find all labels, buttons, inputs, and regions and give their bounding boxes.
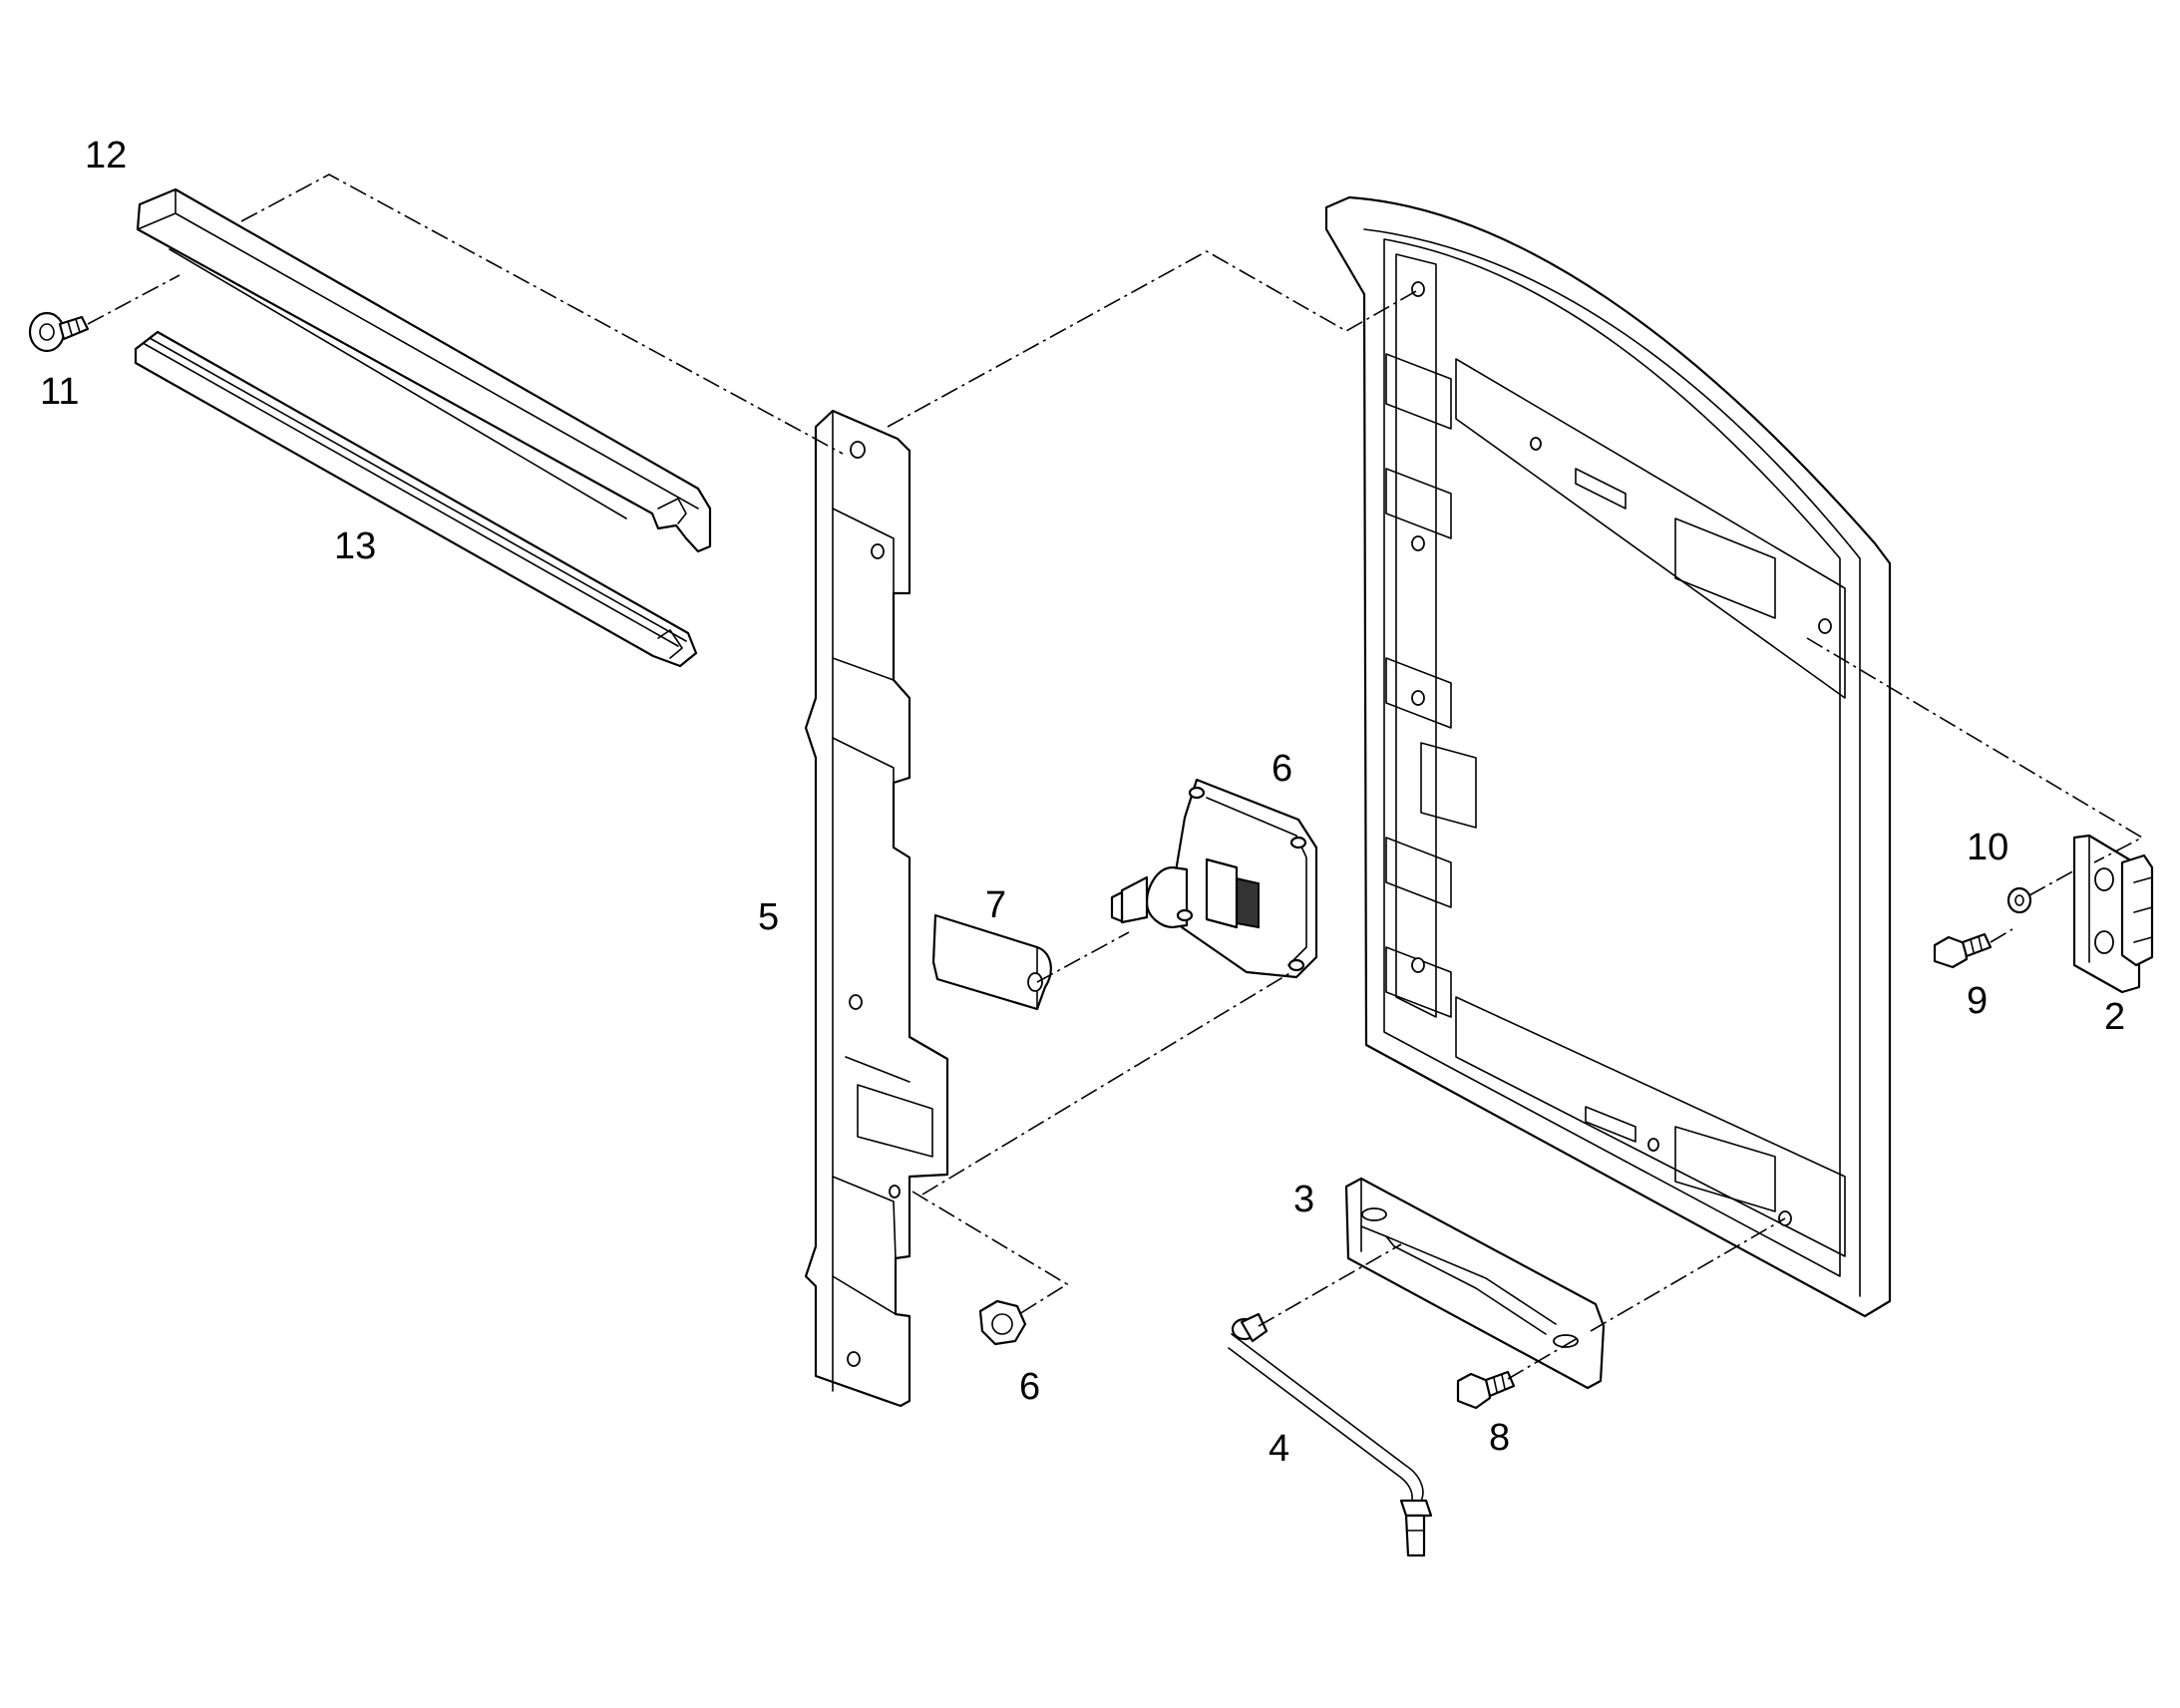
part-3-latch-plate [1344,1177,1606,1390]
callout-5: 5 [758,896,779,938]
callout-9: 9 [1967,980,1988,1022]
part-9-bolt [1933,932,1993,969]
part-10-washer [2006,886,2032,914]
callout-labels: 12 11 13 5 6 7 6 3 4 8 10 9 2 [40,135,2125,1470]
part-5-mounting-bracket [804,409,949,1408]
part-11-screw [28,311,90,353]
part-6-lock-housing [1110,778,1318,979]
part-13-seal-strip [134,330,698,668]
callout-11: 11 [40,371,79,413]
callout-3: 3 [1293,1179,1314,1220]
callout-6-nut: 6 [1019,1366,1040,1408]
callout-6-lock: 6 [1272,748,1292,790]
part-12-channel-rail [136,187,712,553]
part-7-cam-plate [931,913,1052,1011]
callout-4: 4 [1269,1428,1289,1470]
callout-13: 13 [334,525,376,567]
callout-7: 7 [985,884,1006,926]
part-6-hex-nut [978,1299,1027,1346]
assembly-leader-lines [87,173,2144,1380]
part-8-bolt [1456,1370,1516,1410]
callout-8: 8 [1489,1417,1510,1459]
callout-12: 12 [85,135,127,176]
part-2-hinge [2072,834,2154,994]
callout-2: 2 [2104,996,2125,1038]
door-panel [1324,195,1892,1318]
callout-10: 10 [1967,827,2008,868]
part-4-latch-rod [1228,1312,1433,1557]
